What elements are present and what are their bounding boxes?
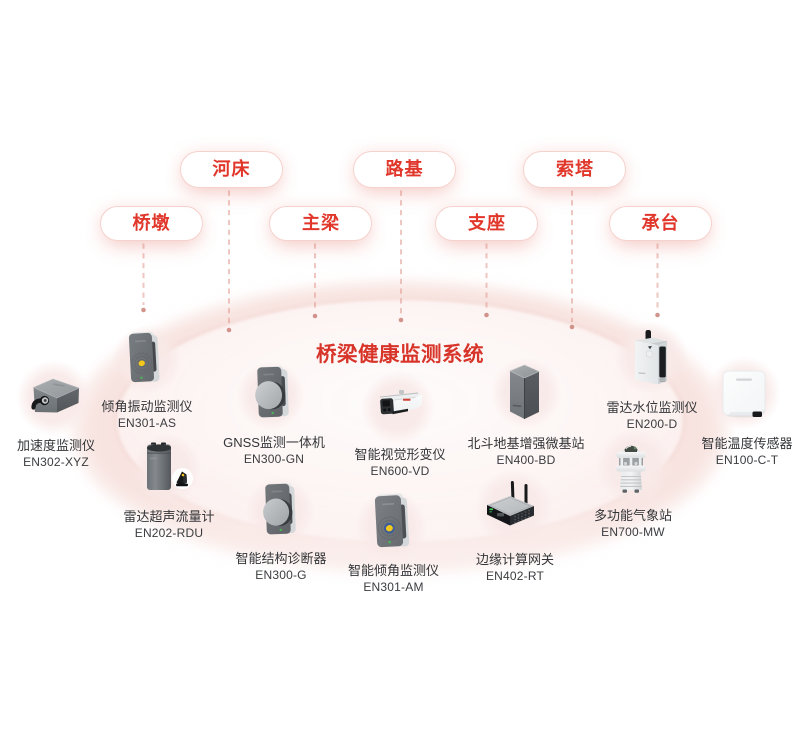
device-name: 加速度监测仪 <box>16 437 96 453</box>
diagram-title: 桥梁健康监测系统 <box>316 343 484 366</box>
device-label: 加速度监测仪 EN302-XYZ <box>17 438 95 471</box>
device-model: EN600-VD <box>370 464 430 479</box>
zone-pill-label: 索塔 <box>556 159 594 179</box>
zone-connector-dot <box>141 307 146 313</box>
zone-pill-label: 支座 <box>468 213 506 233</box>
zone-pill-2: 主梁 <box>269 205 372 241</box>
device-icon-holder <box>253 364 293 421</box>
device-label: 智能温度传感器 EN100-C-T <box>701 436 792 469</box>
weather-device-icon <box>616 445 646 493</box>
zone-pill-label: 主梁 <box>302 213 340 233</box>
zone-pill-label: 路基 <box>385 159 424 179</box>
device-model: EN301-AM <box>363 580 424 595</box>
device-name: GNSS监测一体机 <box>223 434 325 450</box>
device-icon-holder <box>28 374 84 418</box>
device-name: 倾角振动监测仪 <box>101 398 193 414</box>
device-model: EN402-RT <box>485 569 545 584</box>
zone-pill-4: 支座 <box>435 205 538 241</box>
gnss-device-icon <box>255 366 289 418</box>
zone-pill-1: 河床 <box>179 150 283 188</box>
device-icon-holder <box>127 330 167 386</box>
device-icon-holder <box>506 362 544 422</box>
zone-pill-6: 承台 <box>608 205 712 241</box>
device-label: GNSS监测一体机 EN300-GN <box>223 435 325 468</box>
zone-pill-label: 桥墩 <box>132 213 171 233</box>
device-name: 智能倾角监测仪 <box>347 562 440 578</box>
camera-device-icon <box>379 390 422 415</box>
device-name: 智能视觉形变仪 <box>354 446 446 462</box>
zone-connector-dot <box>312 313 318 319</box>
device-label: 智能倾角监测仪 EN301-AM <box>348 563 439 596</box>
device-icon-holder <box>630 326 672 384</box>
device-model: EN400-BD <box>496 453 556 468</box>
device-model: EN202-RDU <box>134 526 204 541</box>
zone-connector-dot <box>569 324 575 330</box>
tilt-vibration-device-icon <box>128 331 160 383</box>
device-model: EN302-XYZ <box>23 455 89 470</box>
zone-connector-dot <box>226 327 232 333</box>
device-label: 雷达超声流量计 EN202-RDU <box>123 509 214 542</box>
device-model: EN100-C-T <box>715 453 779 468</box>
zone-connector-dot <box>655 312 660 318</box>
flowmeter-device-icon <box>147 442 193 490</box>
gateway-device-icon <box>487 481 534 526</box>
device-name: 智能结构诊断器 <box>235 550 327 566</box>
device-name: 雷达水位监测仪 <box>606 399 698 415</box>
device-model: EN301-AS <box>117 416 177 431</box>
accelerometer-device-icon <box>31 378 80 413</box>
device-label: 多功能气象站 EN700-MW <box>594 508 672 541</box>
device-icon-holder <box>612 440 650 494</box>
device-icon-holder <box>719 367 769 419</box>
device-label: 边缘计算网关 EN402-RT <box>476 552 554 585</box>
device-model: EN700-MW <box>601 525 665 540</box>
zone-connector-dot <box>398 317 404 323</box>
device-name: 北斗地基增强微基站 <box>467 435 585 451</box>
device-label: 北斗地基增强微基站 EN400-BD <box>467 436 584 469</box>
device-icon-holder <box>260 481 300 537</box>
temperature-device-icon <box>722 370 766 418</box>
device-label: 智能结构诊断器 EN300-G <box>235 551 326 584</box>
device-label: 智能视觉形变仪 EN600-VD <box>354 447 445 480</box>
device-name: 边缘计算网关 <box>475 551 555 567</box>
device-icon-holder <box>484 478 538 533</box>
zone-pill-0: 桥墩 <box>99 205 203 241</box>
tilt-monitor-device-icon <box>374 493 410 548</box>
zone-connector-lines <box>141 190 660 333</box>
zone-pill-label: 承台 <box>641 213 680 233</box>
device-model: EN300-G <box>255 568 307 583</box>
device-icon-holder <box>373 492 413 550</box>
radar-level-device-icon <box>635 330 667 384</box>
zone-pill-label: 河床 <box>212 159 251 179</box>
device-label: 雷达水位监测仪 EN200-D <box>606 400 697 433</box>
device-model: EN200-D <box>626 417 678 432</box>
device-icon-holder <box>142 440 194 492</box>
zone-connector-dot <box>484 312 489 318</box>
structure-device-icon <box>263 483 296 535</box>
device-label: 倾角振动监测仪 EN301-AS <box>101 399 192 432</box>
device-icon-holder <box>372 388 426 420</box>
device-name: 多功能气象站 <box>593 507 673 523</box>
device-model: EN300-GN <box>243 452 305 467</box>
zone-pill-3: 路基 <box>352 150 456 188</box>
beidou-device-icon <box>509 364 540 419</box>
device-name: 智能温度传感器 <box>701 435 793 451</box>
zone-pill-5: 索塔 <box>523 150 626 188</box>
device-name: 雷达超声流量计 <box>123 508 215 524</box>
